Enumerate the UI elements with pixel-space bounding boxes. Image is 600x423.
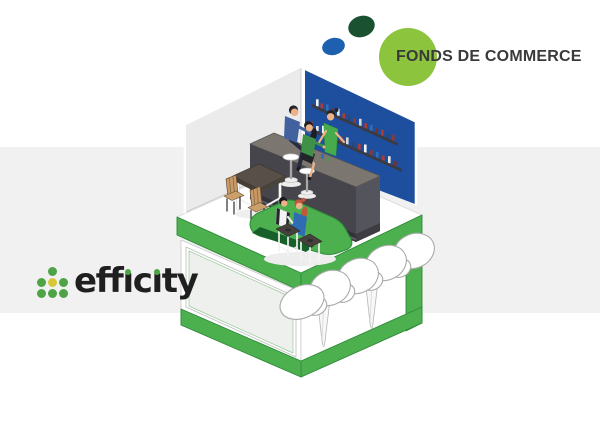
logo-dot: [48, 289, 57, 298]
logo-text-i: ı: [122, 261, 134, 301]
logo-dot: [59, 278, 68, 287]
cafe-chairs: [223, 174, 269, 227]
logo-dot: [37, 289, 46, 298]
badge-label: FONDS DE COMMERCE: [396, 48, 582, 65]
bartender: [316, 108, 346, 157]
logo-dot-yellow: [48, 278, 57, 287]
logo-text-part: c: [132, 261, 153, 301]
logo-dot: [37, 278, 46, 287]
efficity-logo-text: effıcıty: [74, 261, 199, 301]
logo-dot: [59, 289, 68, 298]
logo-dot: [48, 267, 57, 276]
booth-tables: [275, 223, 323, 269]
logo-text-i: ı: [151, 261, 163, 301]
badge-circle: [379, 28, 437, 86]
awning: [279, 232, 435, 320]
logo-text-part: eff: [74, 261, 124, 301]
bar-customer-woman: [298, 121, 326, 199]
logo-text-part: ty: [161, 261, 199, 301]
efficity-logo-dots-icon: [37, 267, 69, 299]
